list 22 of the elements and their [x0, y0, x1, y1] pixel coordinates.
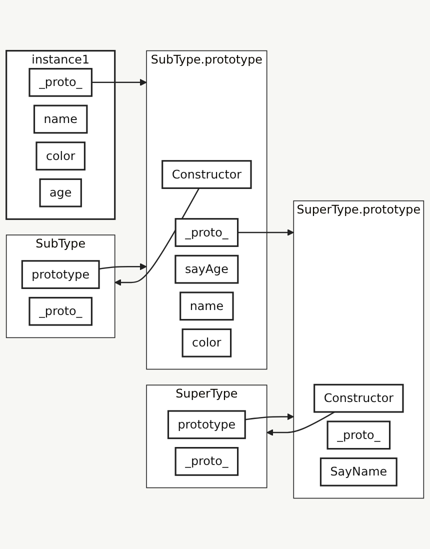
node-box: _proto_: [174, 218, 239, 247]
node-box: name: [33, 104, 88, 134]
arrow: [92, 78, 147, 86]
arrow: [238, 229, 294, 236]
arrow: [245, 413, 294, 420]
node-box: Constructor: [314, 384, 404, 413]
node-box: _proto_: [174, 447, 239, 476]
node-box: prototype: [21, 260, 100, 289]
node-box: SayName: [320, 457, 398, 486]
node-box: color: [36, 142, 86, 170]
arrow: [266, 411, 335, 436]
node-box: Constructor: [162, 160, 252, 189]
node-box: age: [39, 178, 82, 208]
node-box: _proto_: [28, 296, 92, 326]
node-box: color: [182, 328, 232, 358]
node-box: sayAge: [174, 254, 239, 284]
arrow: [114, 188, 200, 286]
node-box: prototype: [167, 410, 246, 440]
arrow: [98, 263, 147, 270]
node-box: name: [180, 292, 234, 321]
node-box: _proto_: [28, 68, 92, 97]
node-box: _proto_: [326, 420, 391, 450]
